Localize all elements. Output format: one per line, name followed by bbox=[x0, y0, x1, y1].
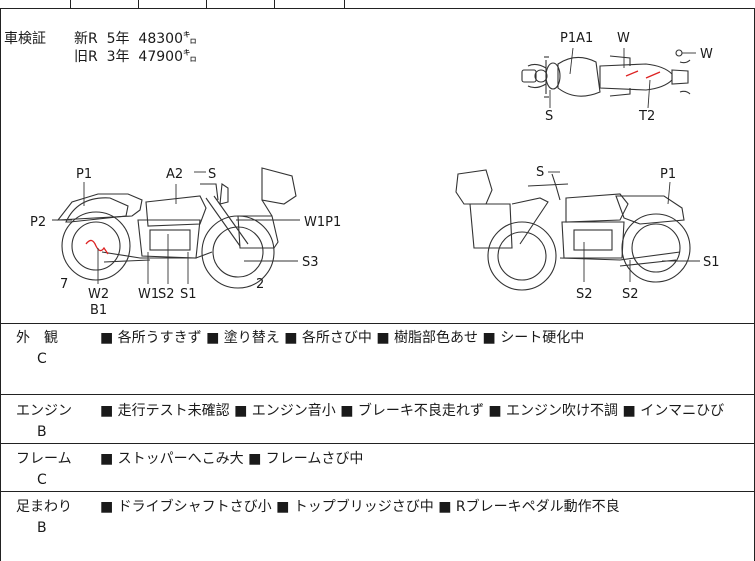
inspection-label: 車検証 bbox=[4, 31, 46, 47]
top-table-strip bbox=[0, 0, 755, 9]
label-S: S bbox=[545, 109, 553, 124]
label-W: W bbox=[700, 47, 713, 62]
right-side-bike: S P1 S1 S2 S2 bbox=[455, 165, 720, 302]
label-P2: P2 bbox=[30, 215, 46, 230]
label-W1: W1 bbox=[138, 287, 159, 302]
label-S3: S3 bbox=[302, 255, 319, 270]
section-title-engine: エンジン bbox=[16, 403, 72, 419]
label-T2: T2 bbox=[638, 109, 655, 124]
label-S1: S1 bbox=[703, 255, 720, 270]
notes-exterior: ■ 各所うすきず ■ 塗り替え ■ 各所さび中 ■ 樹脂部色あせ ■ シート硬化… bbox=[100, 330, 585, 346]
table-divider bbox=[344, 0, 345, 8]
grade-frame: C bbox=[37, 472, 47, 488]
label-B1: B1 bbox=[90, 303, 107, 318]
notes-frame: ■ ストッパーへこみ大 ■ フレームさび中 bbox=[100, 451, 364, 467]
inspection-new: 新R 5年 48300㌔ bbox=[74, 31, 197, 47]
grade-exterior: C bbox=[37, 351, 47, 367]
label-S: S bbox=[208, 167, 216, 182]
label-P1: P1 bbox=[660, 167, 676, 182]
section-title-suspension: 足まわり bbox=[16, 499, 72, 515]
damage-diagram: P1A1 W W S T2 bbox=[30, 31, 720, 318]
section-title-exterior: 外 観 bbox=[16, 330, 58, 346]
grade-suspension: B bbox=[37, 520, 47, 536]
inspection-old: 旧R 3年 47900㌔ bbox=[74, 49, 197, 65]
table-divider bbox=[70, 0, 71, 8]
table-divider bbox=[138, 0, 139, 8]
section-title-frame: フレーム bbox=[16, 451, 72, 467]
section-divider bbox=[0, 443, 755, 444]
label-W2: W2 bbox=[88, 287, 109, 302]
label-7: 7 bbox=[60, 277, 68, 292]
label-P1: P1 bbox=[76, 167, 92, 182]
label-P1A1: P1A1 bbox=[560, 31, 593, 46]
grade-engine: B bbox=[37, 424, 47, 440]
top-view-bike: P1A1 W W S T2 bbox=[521, 31, 713, 124]
label-S2: S2 bbox=[622, 287, 639, 302]
label-S2: S2 bbox=[576, 287, 593, 302]
section-divider bbox=[0, 491, 755, 492]
label-W1P1: W1P1 bbox=[304, 215, 341, 230]
notes-engine: ■ 走行テスト未確認 ■ エンジン音小 ■ ブレーキ不良走れず ■ エンジン吹け… bbox=[100, 403, 725, 419]
section-divider bbox=[0, 323, 755, 324]
section-divider bbox=[0, 394, 755, 395]
label-S2: S2 bbox=[158, 287, 175, 302]
label-W: W bbox=[617, 31, 630, 46]
notes-suspension: ■ ドライブシャフトさび小 ■ トップブリッジさび中 ■ Rブレーキペダル動作不… bbox=[100, 499, 620, 515]
label-S: S bbox=[536, 165, 544, 180]
label-S1: S1 bbox=[180, 287, 197, 302]
table-divider bbox=[206, 0, 207, 8]
left-side-bike: P1 A2 S P2 W1P1 S3 7 2 W2 B1 W1 S2 S1 bbox=[30, 167, 341, 318]
label-2: 2 bbox=[256, 277, 264, 292]
table-divider bbox=[274, 0, 275, 8]
label-A2: A2 bbox=[166, 167, 183, 182]
frame-border bbox=[0, 8, 1, 561]
